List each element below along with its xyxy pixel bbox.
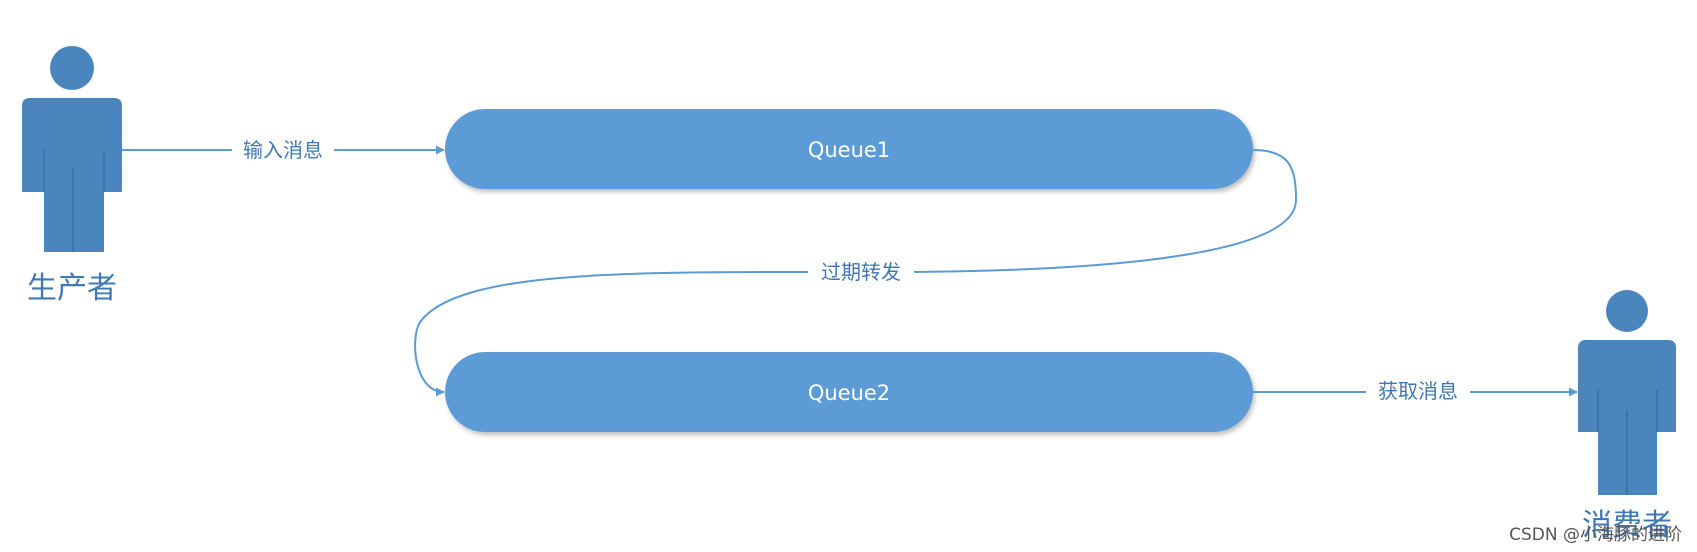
queue2-node bbox=[445, 352, 1253, 432]
input-edge-label: 输入消息 bbox=[243, 138, 323, 162]
fetch-edge-label-bg bbox=[1366, 377, 1470, 405]
consumer-icon bbox=[1578, 290, 1676, 495]
producer-label: 生产者 bbox=[27, 271, 117, 306]
watermark-text: CSDN @小海豚的进阶 bbox=[1509, 525, 1682, 545]
consumer-label: 消费者 bbox=[1582, 508, 1672, 543]
expire-edge-label: 过期转发 bbox=[821, 260, 901, 284]
queue2-label: Queue2 bbox=[808, 381, 890, 405]
producer-icon bbox=[22, 46, 122, 252]
fetch-edge-label: 获取消息 bbox=[1378, 379, 1458, 403]
expire-edge-label-bg bbox=[808, 258, 914, 286]
queue1-label: Queue1 bbox=[808, 138, 890, 162]
queue1-node bbox=[445, 109, 1253, 189]
input-edge-label-bg bbox=[232, 136, 334, 164]
